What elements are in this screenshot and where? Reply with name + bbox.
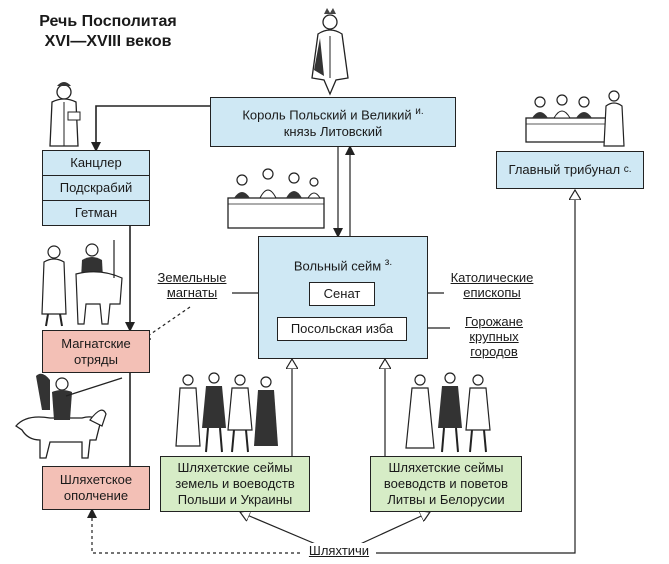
gentry-to-right-sejmiks-line (357, 512, 430, 546)
king-figure-icon (311, 8, 349, 96)
magnate-troops-line-1: Магнатские (61, 335, 131, 351)
diagram-title: Речь Посполитая XVI—XVIII веков (28, 12, 188, 52)
right-sejmiks-line-3: Литвы и Белорусии (387, 492, 505, 507)
king-label-line-1: Король Польский и Великий (242, 107, 412, 123)
king-to-officials-line (91, 105, 210, 152)
king-box: Король Польский и Великий и. князь Литов… (210, 97, 456, 147)
townsmen-label-line-1: Горожане (464, 314, 524, 329)
magnates-label-line-1: Земельные (157, 270, 227, 285)
left-sejmiks-line-2: земель и воеводств (175, 476, 295, 491)
right-sejmiks-line-1: Шляхетские сеймы (388, 460, 504, 475)
envoys-chamber-box: Посольская изба (277, 317, 407, 341)
magnates-figures-icon (41, 240, 123, 327)
gentry-label-text: Шляхтичи (308, 543, 370, 558)
sejm-box: Вольный сейм з. Сенат Посольская изба (258, 236, 428, 359)
hetman-cell: Гетман (74, 205, 118, 220)
sejm-note: з. (384, 257, 393, 268)
gentry-to-militia-line (87, 508, 300, 554)
tribunal-box: Главный трибунал с. (496, 151, 644, 189)
chancellor-cell: Канцлер (43, 151, 149, 176)
gentry-group-right-icon (405, 372, 491, 453)
chancellor-figure-icon (49, 82, 81, 147)
militia-line-1: Шляхетское (59, 472, 133, 487)
magnates-label: Земельные магнаты (152, 270, 232, 300)
bishops-label: Католические епископы (444, 270, 540, 300)
tribunal-figures-icon (525, 90, 625, 147)
magnates-label-line-2: магнаты (166, 285, 218, 300)
magnate-troops-line-2: отряды (74, 351, 118, 367)
left-sejmiks-box: Шляхетские сеймы земель и воеводств Поль… (160, 456, 310, 512)
king-label-line-2: князь Литовский (283, 123, 383, 139)
gentry-militia-box: Шляхетское ополчение (42, 466, 150, 510)
right-sejmiks-line-2: воеводств и поветов (383, 476, 509, 491)
left-sejmiks-line-3: Польши и Украины (177, 492, 293, 507)
sejm-label: Вольный сейм (293, 258, 382, 274)
bishops-label-line-2: епископы (463, 285, 521, 300)
left-sejmiks-line-1: Шляхетские сеймы (177, 460, 293, 475)
gentry-to-tribunal-line (376, 190, 575, 554)
tribunal-note: с. (623, 164, 632, 175)
treasurer-cell: Подскрабий (43, 176, 149, 201)
sejm-title: Вольный сейм з. (259, 255, 427, 274)
title-line-2: XVI—XVIII веков (44, 33, 172, 50)
hussar-rider-icon (15, 373, 123, 459)
townsmen-label-line-2: крупных (469, 329, 519, 344)
tribunal-label: Главный трибунал (508, 162, 621, 177)
sejm-table-figures-icon (227, 168, 325, 229)
magnate-troops-box: Магнатские отряды (42, 330, 150, 373)
bishops-label-line-1: Католические (450, 270, 534, 285)
gentry-label: Шляхтичи (302, 543, 376, 558)
senate-box: Сенат (309, 282, 375, 306)
militia-line-2: ополчение (63, 488, 129, 503)
king-note: и. (415, 106, 424, 118)
gentry-to-left-sejmiks-line (240, 512, 319, 546)
title-line-1: Речь Посполитая (39, 13, 177, 30)
magnates-to-troops-line (140, 306, 191, 342)
officials-box: Канцлер Подскрабий Гетман (42, 150, 150, 226)
gentry-group-left-icon (175, 372, 278, 453)
right-sejmiks-box: Шляхетские сеймы воеводств и поветов Лит… (370, 456, 522, 512)
townsmen-label: Горожане крупных городов (452, 314, 536, 359)
townsmen-label-line-3: городов (470, 344, 518, 359)
